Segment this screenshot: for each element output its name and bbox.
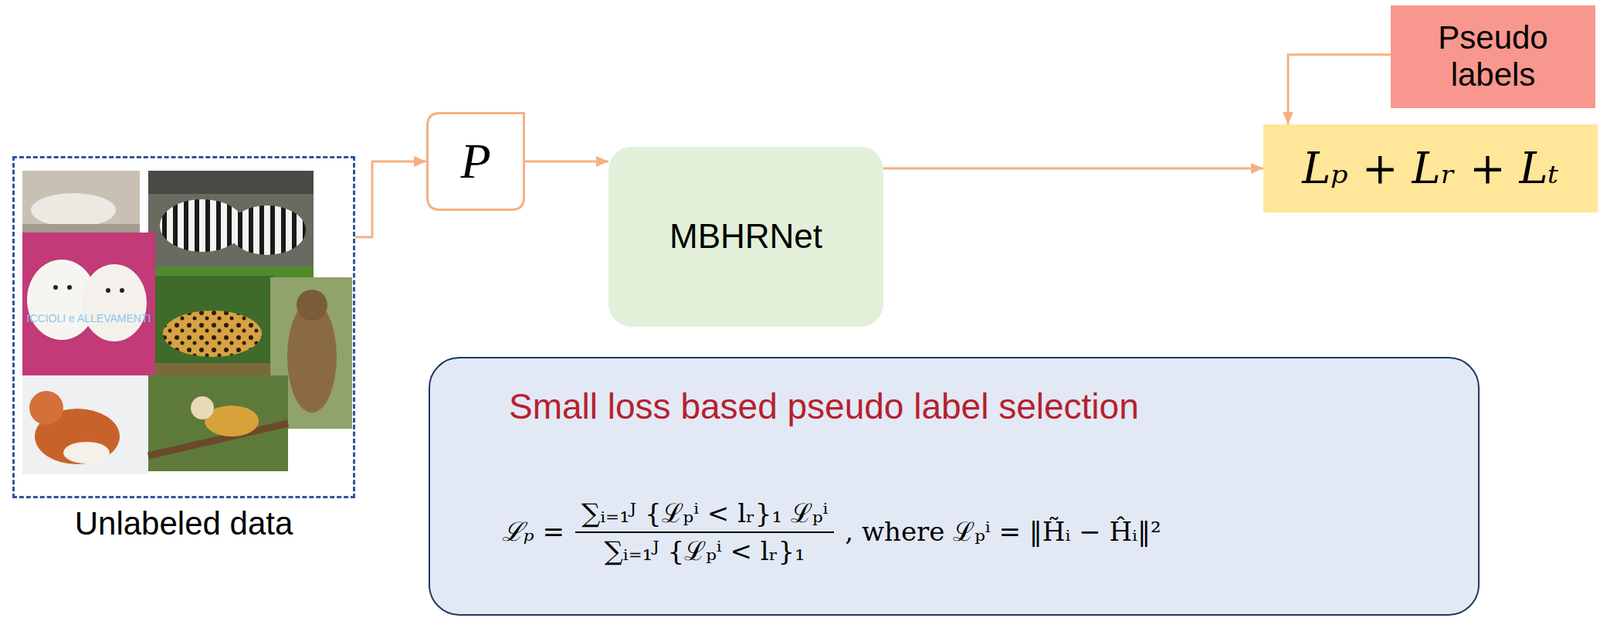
- loss-box: Lₚ + Lᵣ + Lₜ: [1263, 124, 1598, 213]
- jaguar-body: [162, 310, 262, 357]
- flow-arrow: [883, 167, 1264, 170]
- node-label: MBHRNet: [669, 216, 823, 257]
- marmot-head: [296, 289, 328, 321]
- fraction-bar: [575, 531, 834, 533]
- photo-monkey: [148, 375, 289, 472]
- zebra-body: [228, 205, 306, 255]
- monkey-head: [190, 396, 214, 420]
- node-label: P: [460, 132, 491, 190]
- operator-outline-path: [427, 113, 525, 211]
- dog-eye: [53, 284, 58, 290]
- sheep-body: [30, 193, 116, 228]
- dog-eye: [105, 288, 111, 293]
- photo-fox: [22, 375, 149, 475]
- jaguar-ground: [155, 362, 274, 376]
- dog-body: [81, 264, 147, 342]
- node-label: Unlabeled data: [14, 505, 353, 543]
- data-collage-box: Unlabeled data: [12, 155, 356, 499]
- formula-denominator: ∑ᵢ₌₁ᴶ {ℒₚⁱ < lᵣ}₁: [604, 535, 806, 567]
- flow-arrow: [355, 161, 427, 238]
- flow-arrow: [1288, 54, 1391, 125]
- formula-numerator: ∑ᵢ₌₁ᴶ {ℒₚⁱ < lᵣ}₁ ℒₚⁱ: [581, 498, 828, 529]
- node-label: Lₚ + Lᵣ + Lₜ: [1301, 143, 1559, 194]
- flow-arrow: [525, 160, 609, 163]
- photo-jaguar: [155, 275, 274, 376]
- photo-zebras: [148, 170, 314, 284]
- selection-panel: Small loss based pseudo label selectionℒ…: [428, 356, 1480, 616]
- formula-lhs: ℒₚ =: [501, 516, 565, 547]
- panel-title: Small loss based pseudo label selection: [508, 386, 1139, 428]
- network-box: MBHRNet: [608, 146, 884, 327]
- photo-sheep: [22, 170, 140, 233]
- dog-eye: [119, 288, 125, 293]
- formula-where: , where ℒₚⁱ = ‖H̃ᵢ − Ĥᵢ‖²: [844, 516, 1161, 547]
- fox-chest: [63, 441, 110, 464]
- sheep-ground: [22, 223, 140, 233]
- node-label: Pseudo labels: [1420, 19, 1567, 95]
- photo-dogs: [22, 232, 156, 376]
- zebra-building: [148, 170, 314, 194]
- dog-eye: [67, 284, 72, 290]
- pseudo-label-box: Pseudo labels: [1390, 5, 1596, 109]
- photo-watermark: ICCIOLI e ALLEVAMENTI: [22, 312, 156, 325]
- operator-box: P: [426, 111, 526, 211]
- fox-head: [29, 390, 64, 425]
